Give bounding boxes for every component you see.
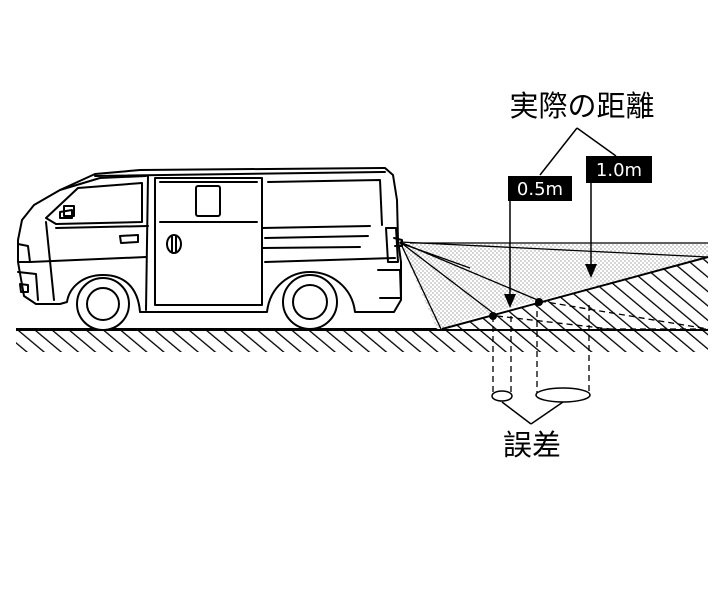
ground	[16, 328, 708, 352]
distance-arrow-near	[504, 200, 516, 308]
projection-dashes	[492, 300, 709, 395]
distance-tag-far: 1.0m	[586, 156, 652, 183]
intersection-dot-near	[489, 312, 497, 320]
svg-text:1.0m: 1.0m	[596, 160, 642, 181]
error-leaders	[501, 401, 564, 425]
actual-distance-label: 実際の距離	[509, 89, 654, 123]
error-ellipse-near	[491, 390, 513, 402]
distance-arrow-far	[585, 182, 597, 278]
camera-view-lines	[399, 241, 709, 330]
error-label: 誤差	[503, 428, 561, 462]
svg-text:0.5m: 0.5m	[517, 179, 563, 200]
error-ellipse-far	[535, 387, 591, 403]
guide-plane	[403, 243, 708, 329]
intersection-dot-far	[535, 298, 543, 306]
van-icon	[17, 167, 403, 331]
actual-distance-leaders	[539, 127, 617, 176]
distance-tag-near: 0.5m	[508, 176, 572, 201]
